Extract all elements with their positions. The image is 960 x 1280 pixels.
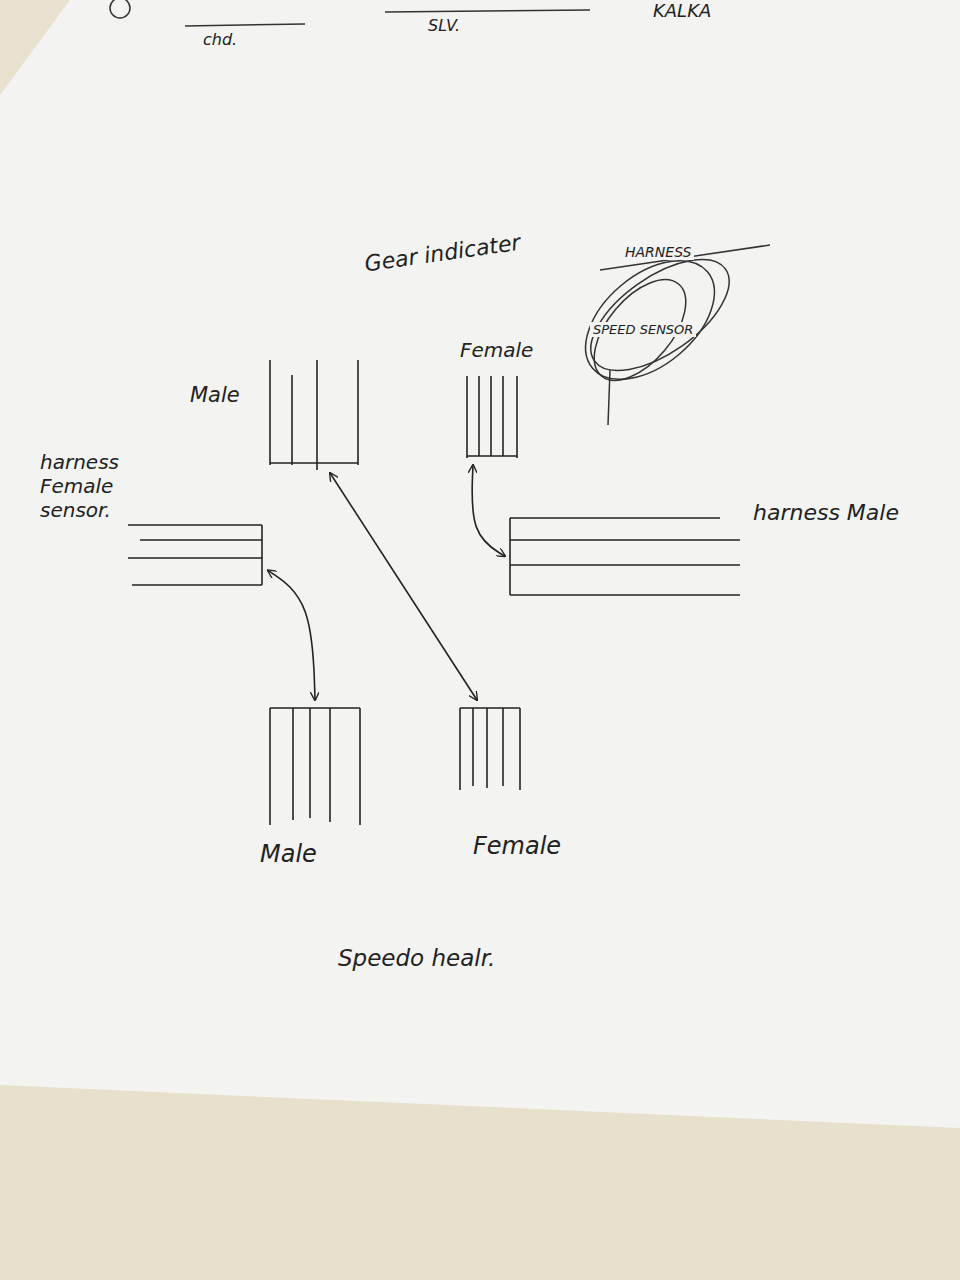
- pin-line: [270, 707, 360, 709]
- connector-label: Male: [190, 383, 240, 408]
- pin-line: [510, 594, 740, 596]
- connector-block: Male: [190, 355, 365, 473]
- pin-line: [467, 455, 517, 457]
- connector-label: harness Male: [753, 500, 899, 526]
- pin-line: [269, 360, 271, 465]
- connector-block: Female: [445, 700, 605, 872]
- note-label: Gear indicater: [360, 229, 525, 276]
- note-label: HARNESS: [622, 244, 694, 260]
- scribble-out: [564, 237, 770, 425]
- pin-line: [359, 708, 361, 825]
- double-arrow: [268, 570, 315, 700]
- pin-line: [309, 708, 311, 818]
- pin-line: [459, 708, 461, 790]
- pin-line: [269, 708, 271, 825]
- connector-block: Female: [455, 338, 545, 465]
- pin-line: [509, 518, 511, 595]
- connector-block: harness Female sensor.: [40, 450, 268, 595]
- connector-label: harness Female sensor.: [40, 450, 128, 522]
- note-label: Speedo healr.: [335, 945, 498, 971]
- double-arrow: [472, 465, 505, 556]
- pin-line: [128, 524, 262, 526]
- pin-line: [140, 539, 262, 541]
- pin-line: [128, 557, 262, 559]
- pin-line: [519, 708, 521, 790]
- pin-line: [132, 584, 262, 586]
- double-arrow: [330, 473, 477, 700]
- pin-line: [261, 525, 263, 585]
- pin-line: [466, 376, 468, 458]
- pin-line: [510, 539, 740, 541]
- pin-line: [502, 376, 504, 456]
- pin-line: [510, 517, 720, 519]
- pin-line: [291, 375, 293, 465]
- pin-line: [502, 708, 504, 786]
- connector-label: Female: [460, 338, 533, 362]
- pin-line: [510, 564, 740, 566]
- form-rule: [185, 24, 305, 26]
- desk-surface: [0, 0, 70, 95]
- pin-line: [270, 462, 358, 464]
- pin-line: [486, 708, 488, 788]
- connector-block: Male: [255, 700, 375, 885]
- note-label: chd.: [200, 30, 240, 49]
- note-label: SLV.: [425, 16, 463, 35]
- pin-line: [490, 376, 492, 456]
- connector-label: Male: [260, 840, 317, 869]
- connector-block: harness Male: [505, 498, 945, 610]
- pin-line: [460, 707, 520, 709]
- pin-line: [292, 708, 294, 820]
- pin-line: [357, 360, 359, 465]
- pin-line: [316, 360, 318, 470]
- pin-lines: [190, 355, 365, 473]
- pin-line: [472, 708, 474, 786]
- pin-line: [478, 376, 480, 456]
- desk-surface: [0, 1085, 960, 1280]
- pin-line: [329, 708, 331, 822]
- connector-label: Female: [473, 832, 561, 861]
- note-label: KALKA: [650, 0, 714, 21]
- note-label: SPEED SENSOR: [590, 322, 696, 337]
- scribble-mark: [110, 0, 130, 18]
- form-rule: [385, 10, 590, 12]
- pin-line: [516, 376, 518, 458]
